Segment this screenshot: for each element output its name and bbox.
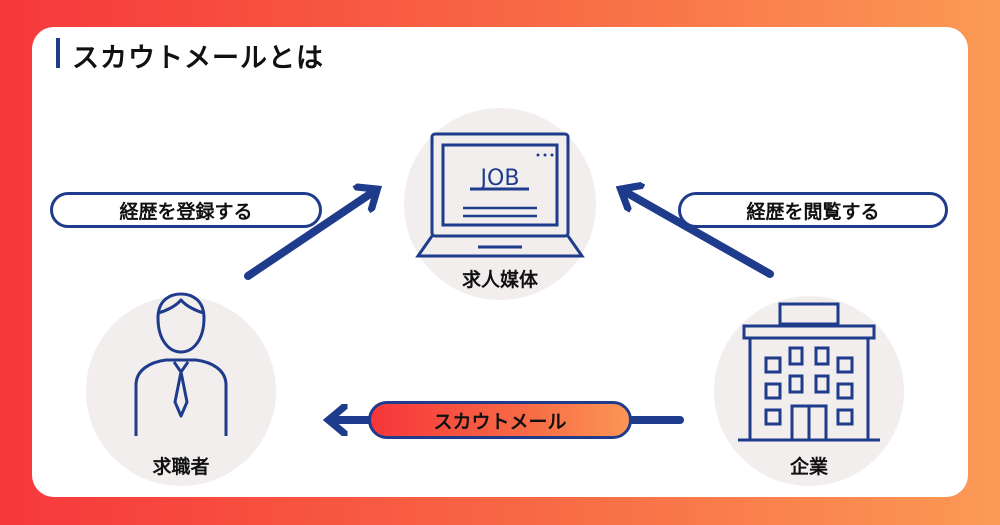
company-label: 企業	[789, 456, 828, 478]
seeker-label: 求職者	[152, 456, 210, 478]
title-accent-bar	[56, 38, 60, 68]
company-node-circle	[714, 296, 904, 486]
laptop-job-icon	[415, 132, 585, 258]
job-screen-text: JOB	[479, 166, 520, 191]
register-arrow	[244, 190, 376, 280]
scout-mail-label: スカウトメール	[368, 401, 632, 439]
seeker-node-circle	[86, 296, 276, 486]
browse-label: 経歴を閲覧する	[678, 192, 948, 228]
browse-arrow	[622, 190, 774, 278]
page-title: スカウトメールとは	[72, 43, 324, 74]
register-label: 経歴を登録する	[50, 192, 322, 228]
building-icon	[738, 302, 880, 442]
media-node-circle	[404, 108, 596, 300]
person-icon	[134, 292, 228, 436]
media-label: 求人媒体	[461, 269, 538, 291]
